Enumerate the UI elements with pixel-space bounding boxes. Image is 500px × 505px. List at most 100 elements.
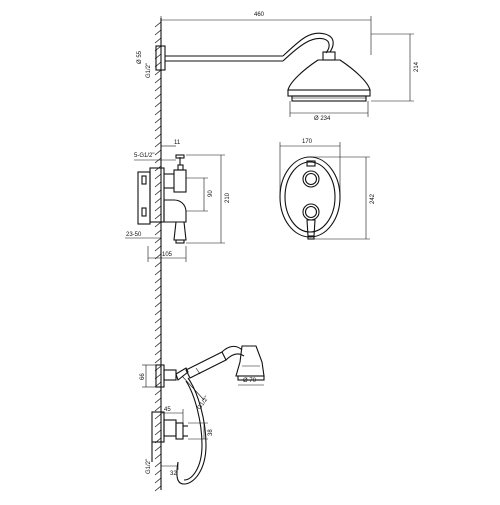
wall-hatch-line — [154, 477, 162, 484]
outlet-width-label: 45 — [164, 407, 171, 413]
wall-hatch-line — [154, 157, 162, 164]
wall-hatch-line — [154, 189, 162, 196]
wall-hatch-line — [154, 37, 162, 44]
shower-head — [287, 51, 371, 102]
mixer-wall-range-label: 23-50 — [126, 232, 142, 238]
wall-hatch-line — [154, 397, 162, 404]
wall-hatch-line — [154, 285, 162, 292]
wall-hatch-line — [154, 293, 162, 300]
mixer-spacing-label: 90 — [208, 190, 214, 197]
wall-hatch-line — [154, 429, 162, 436]
wall-hatch-line — [154, 141, 162, 148]
dim-outlet-depth: 32 — [161, 462, 179, 477]
arm-diameter-label: Ø 55 — [137, 50, 143, 64]
wall-hatch-line — [154, 325, 162, 332]
wall-hatch-line — [154, 205, 162, 212]
dim-outlet-height: 38 — [188, 422, 214, 440]
wall-hatch-line — [154, 117, 162, 124]
wall-hatch-line — [154, 213, 162, 220]
holder-height-label: 66 — [140, 373, 146, 380]
dim-mixer-projection: 105 — [147, 246, 187, 262]
dim-outlet-thread: G1/2" — [146, 459, 152, 474]
dim-mixer-wall-range: 23-50 — [125, 232, 161, 239]
wall-hatch-line — [154, 453, 162, 460]
head-height-label: 214 — [414, 61, 420, 72]
dim-arm-flange: Ø 55 G1/2" — [137, 50, 152, 78]
mixer-projection-label: 105 — [162, 252, 173, 258]
dim-holder-height: 66 — [140, 364, 156, 388]
wall-hatch-line — [154, 85, 162, 92]
wall-hatch-line — [154, 149, 162, 156]
wall-hatch-line — [154, 349, 162, 356]
arm-thread-label: G1/2" — [146, 63, 152, 78]
hose-thread-label: G1/2" — [197, 395, 211, 411]
dim-mixer-spacing: 90 — [186, 177, 214, 212]
wall-hatch-line — [154, 309, 162, 316]
mixer-depth-label: 11 — [174, 140, 181, 146]
wall-outlet — [151, 411, 188, 462]
dim-mixer-thread: 5-G1/2" — [134, 153, 176, 161]
shower-hose — [176, 377, 207, 485]
mixer-side-view — [137, 154, 187, 244]
dim-plate-width: 170 — [279, 139, 341, 197]
dim-mixer-depth: 11 — [161, 140, 181, 147]
wall-hatching — [154, 21, 162, 492]
wall-hatch-line — [154, 133, 162, 140]
mixer-thread-label: 5-G1/2" — [134, 153, 154, 159]
wall-hatch-line — [154, 261, 162, 268]
wall-hatch-line — [154, 101, 162, 108]
wall-hatch-line — [154, 485, 162, 492]
wall-hatch-line — [154, 389, 162, 396]
wall-hatch-line — [154, 29, 162, 36]
wall-hatch-line — [154, 93, 162, 100]
dim-hand-shower-diameter: Ø 70 — [238, 378, 264, 386]
wall-hatch-line — [154, 229, 162, 236]
wall-hatch-line — [154, 357, 162, 364]
wall-hatch-line — [154, 341, 162, 348]
wall-hatch-line — [154, 333, 162, 340]
mixer-front-plate — [279, 156, 341, 240]
dim-outlet-width: 45 — [161, 407, 184, 423]
dim-mixer-height: 210 — [186, 154, 231, 244]
wall-hatch-line — [154, 277, 162, 284]
wall-hatch-line — [154, 317, 162, 324]
mixer-height-label: 210 — [225, 192, 231, 203]
wall-hatch-line — [154, 173, 162, 180]
wall-hatch-line — [154, 237, 162, 244]
wall-hatch-line — [154, 445, 162, 452]
wall-hatch-line — [154, 77, 162, 84]
wall-hatch-line — [154, 301, 162, 308]
wall-hatch-line — [154, 197, 162, 204]
plate-height-label: 242 — [370, 193, 376, 204]
outlet-thread-label: G1/2" — [146, 459, 152, 474]
hand-shower-holder — [155, 364, 189, 388]
wall-hatch-line — [154, 269, 162, 276]
outlet-height-label: 38 — [208, 429, 214, 436]
wall-hatch-line — [154, 469, 162, 476]
dim-plate-height: 242 — [310, 156, 376, 240]
dim-head-height: 214 — [371, 33, 420, 102]
dim-arm-length: 460 — [160, 12, 372, 55]
head-diameter-label: Ø 234 — [314, 116, 331, 122]
wall-hatch-line — [154, 221, 162, 228]
wall-hatch-line — [154, 125, 162, 132]
wall-hatch-line — [154, 69, 162, 76]
wall-hatch-line — [154, 461, 162, 468]
wall-hatch-line — [154, 413, 162, 420]
wall-hatch-line — [154, 245, 162, 252]
wall-hatch-line — [154, 405, 162, 412]
wall-hatch-line — [154, 109, 162, 116]
outlet-depth-label: 32 — [170, 471, 177, 477]
wall-hatch-line — [154, 421, 162, 428]
wall-hatch-line — [154, 181, 162, 188]
hand-shower-diameter-label: Ø 70 — [243, 378, 257, 384]
hand-shower — [185, 345, 265, 381]
shower-hose-inner — [183, 380, 203, 481]
wall-hatch-line — [154, 21, 162, 28]
wall — [154, 18, 162, 492]
arm-length-label: 460 — [254, 12, 265, 18]
shower-arm — [155, 32, 334, 71]
plate-width-label: 170 — [302, 139, 313, 145]
